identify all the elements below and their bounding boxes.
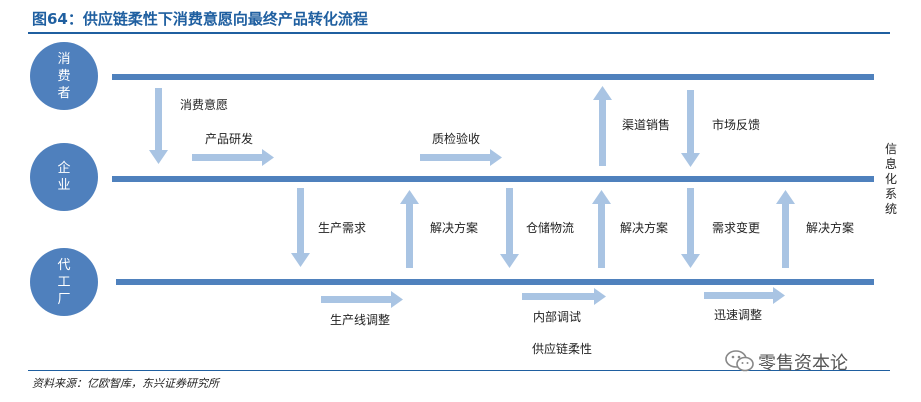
label-product-rd: 产品研发 [205,132,254,146]
arrow-warehouse-logistics [500,188,519,268]
watermark-text: 零售资本论 [758,353,848,374]
source-note: 资料来源：亿欧智库，东兴证券研究所 [32,377,219,390]
consumer-node: 消费者 [30,42,98,110]
oem-label: 代工厂 [57,257,71,307]
title-divider [28,32,890,34]
oem-lane [116,279,874,285]
page-title: 图64：供应链柔性下消费意愿向最终产品转化流程 [32,10,368,28]
arrow-solution-3 [776,190,795,268]
enterprise-lane [112,176,874,182]
label-channel-sales: 渠道销售 [622,118,671,132]
label-informatization-system: 信息化系统 [884,142,897,216]
arrow-internal-debug [522,288,606,305]
arrow-demand-change [681,188,700,268]
label-production-demand: 生产需求 [318,221,367,235]
source-divider [28,370,890,371]
consumer-label: 消费者 [57,51,71,101]
enterprise-node: 企业 [30,143,98,211]
arrow-quick-adjust [704,287,785,304]
label-consumer-intent: 消费意愿 [180,98,229,112]
label-warehouse-logistics: 仓储物流 [526,221,575,235]
arrow-solution-2 [592,190,611,268]
label-demand-change: 需求变更 [712,221,761,235]
label-market-feedback: 市场反馈 [712,118,761,132]
arrow-solution-1 [400,190,419,268]
arrow-production-demand [291,188,310,267]
label-line-adjust: 生产线调整 [330,313,391,327]
label-quality-check: 质检验收 [432,132,481,146]
label-quick-adjust: 迅速调整 [714,308,763,322]
arrow-line-adjust [321,291,403,308]
consumer-lane [112,74,874,80]
label-supply-chain-flexibility: 供应链柔性 [532,342,593,356]
arrow-product-rd [192,149,274,166]
arrow-market-feedback [681,90,700,167]
arrow-quality-check [420,149,502,166]
label-solution-1: 解决方案 [430,221,479,235]
label-internal-debug: 内部调试 [533,310,582,324]
wechat-icon [725,350,754,372]
label-solution-2: 解决方案 [620,221,669,235]
enterprise-label: 企业 [57,161,71,193]
label-solution-3: 解决方案 [806,221,855,235]
arrow-consumer-intent [149,88,168,164]
oem-node: 代工厂 [30,248,98,316]
arrow-channel-sales [593,86,612,166]
